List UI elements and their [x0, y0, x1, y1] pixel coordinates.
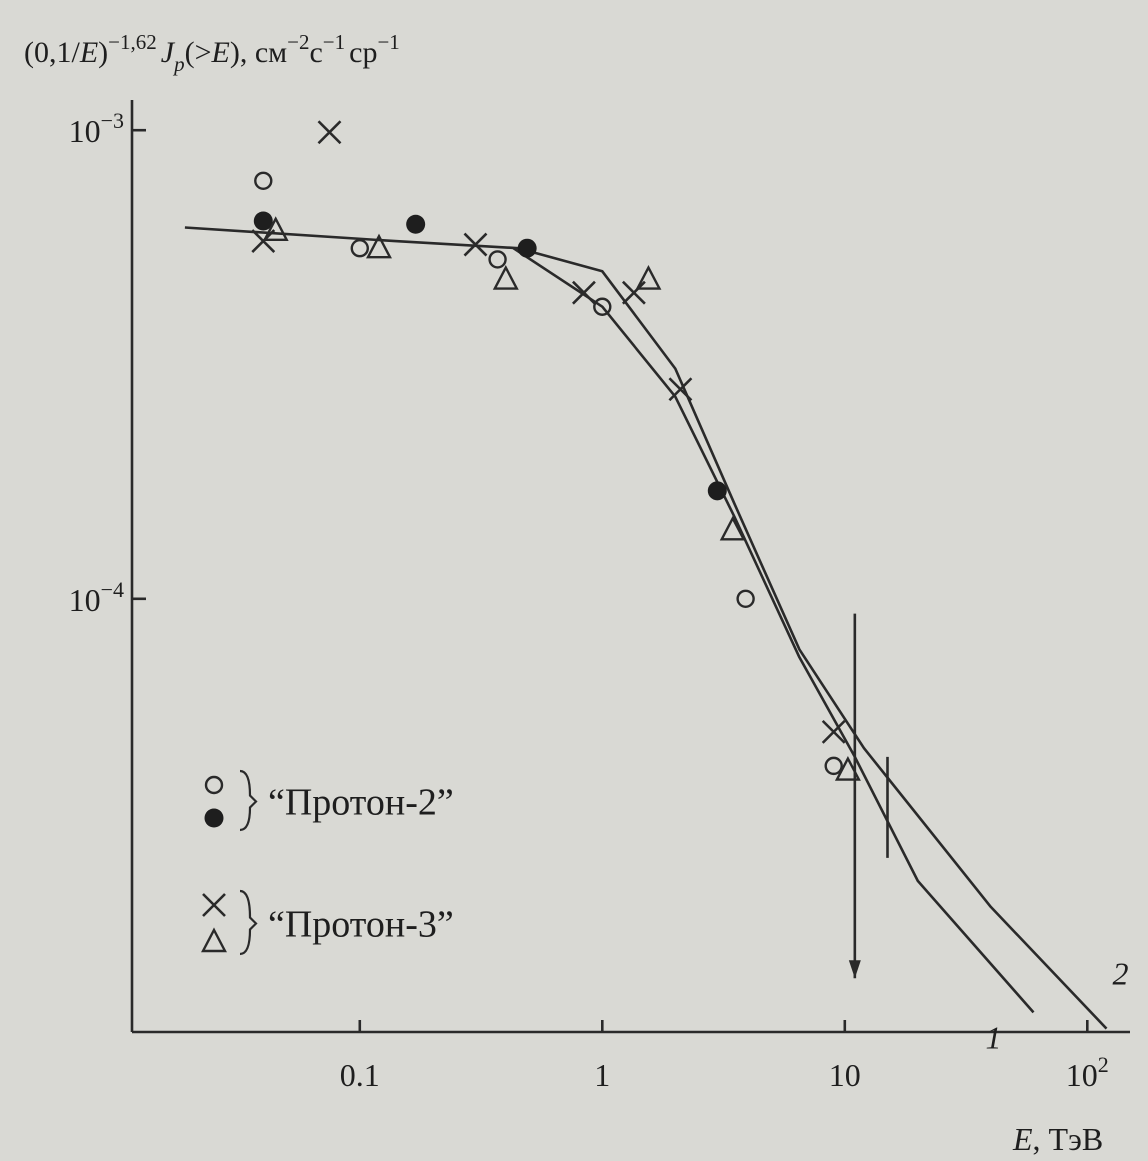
point-open-circle [350, 239, 369, 258]
y-tick-label: 10−4 [69, 577, 124, 618]
point-cross [317, 120, 342, 145]
point-triangle [366, 233, 392, 259]
legend-label: “Протон-2” [268, 782, 454, 824]
point-triangle [635, 264, 662, 290]
data-markers [251, 120, 861, 781]
legend-marker-triangle [201, 927, 227, 953]
point-triangle [719, 515, 746, 541]
point-open-circle [254, 171, 273, 190]
upper-limit-arrow [848, 960, 861, 979]
point-open-circle [488, 250, 507, 269]
x-tick-label: 10 [829, 1057, 861, 1093]
curve-2 [184, 226, 1108, 1030]
point-cross [821, 719, 846, 744]
legend-brace [239, 769, 258, 832]
axes: 0.1 1 10 102 10−3 10−4 [69, 100, 1130, 1093]
point-cross [668, 377, 693, 402]
point-triangle [262, 216, 289, 241]
point-open-circle [824, 756, 843, 776]
legend-brace [239, 889, 258, 956]
curve-1 [512, 247, 1035, 1014]
x-axis-label: E, ТэВ [1012, 1121, 1103, 1157]
curve-label-2: 2 [1112, 956, 1128, 992]
x-tick-label: 0.1 [340, 1057, 380, 1093]
point-cross [572, 280, 596, 305]
point-filled-circle [253, 211, 273, 231]
curve-label-1: 1 [985, 1019, 1001, 1055]
x-tick-label: 1 [594, 1057, 610, 1093]
fit-curves: 12 [184, 226, 1128, 1055]
y-tick-label: 10−3 [69, 108, 124, 149]
legend: “Протон-2” “Протон-3” [201, 769, 454, 956]
point-triangle [834, 755, 861, 781]
point-cross [621, 280, 646, 305]
point-open-circle [736, 589, 755, 609]
point-filled-circle [406, 214, 426, 234]
legend-marker-open-circle [204, 775, 224, 795]
point-triangle [492, 264, 519, 290]
point-cross [463, 232, 488, 257]
x-tick-label: 102 [1066, 1052, 1109, 1093]
point-open-circle [593, 297, 612, 316]
point-cross [251, 229, 276, 253]
legend-marker-cross [202, 893, 226, 917]
legend-marker-filled-circle [204, 808, 224, 828]
point-filled-circle [517, 238, 537, 258]
point-filled-circle [707, 481, 727, 501]
legend-label: “Протон-3” [268, 904, 454, 946]
